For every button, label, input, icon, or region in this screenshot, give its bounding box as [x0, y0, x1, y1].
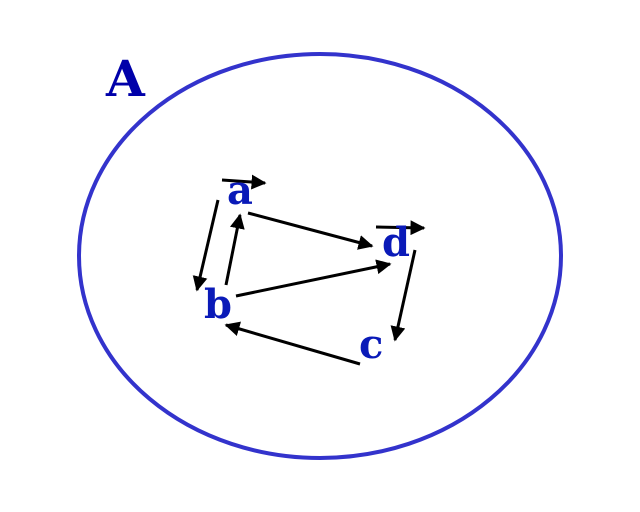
arrow-d-to-d	[375, 220, 426, 236]
edges	[192, 174, 426, 366]
arrow-a-to-a	[221, 174, 267, 190]
arrow-a-to-b	[192, 199, 220, 292]
node-c: c	[359, 321, 383, 368]
nodes: a b c d	[204, 167, 410, 368]
set-a-ellipse	[77, 52, 563, 460]
set-a-label: A	[105, 49, 146, 108]
arrow-a-to-d	[247, 211, 374, 250]
node-b: b	[204, 281, 232, 328]
node-a: a	[227, 167, 253, 214]
arrow-b-to-a	[224, 213, 245, 286]
arrow-b-to-d	[235, 259, 392, 298]
node-d: d	[382, 219, 410, 266]
arrow-c-to-b	[224, 321, 361, 366]
arrow-d-to-c	[390, 249, 417, 342]
